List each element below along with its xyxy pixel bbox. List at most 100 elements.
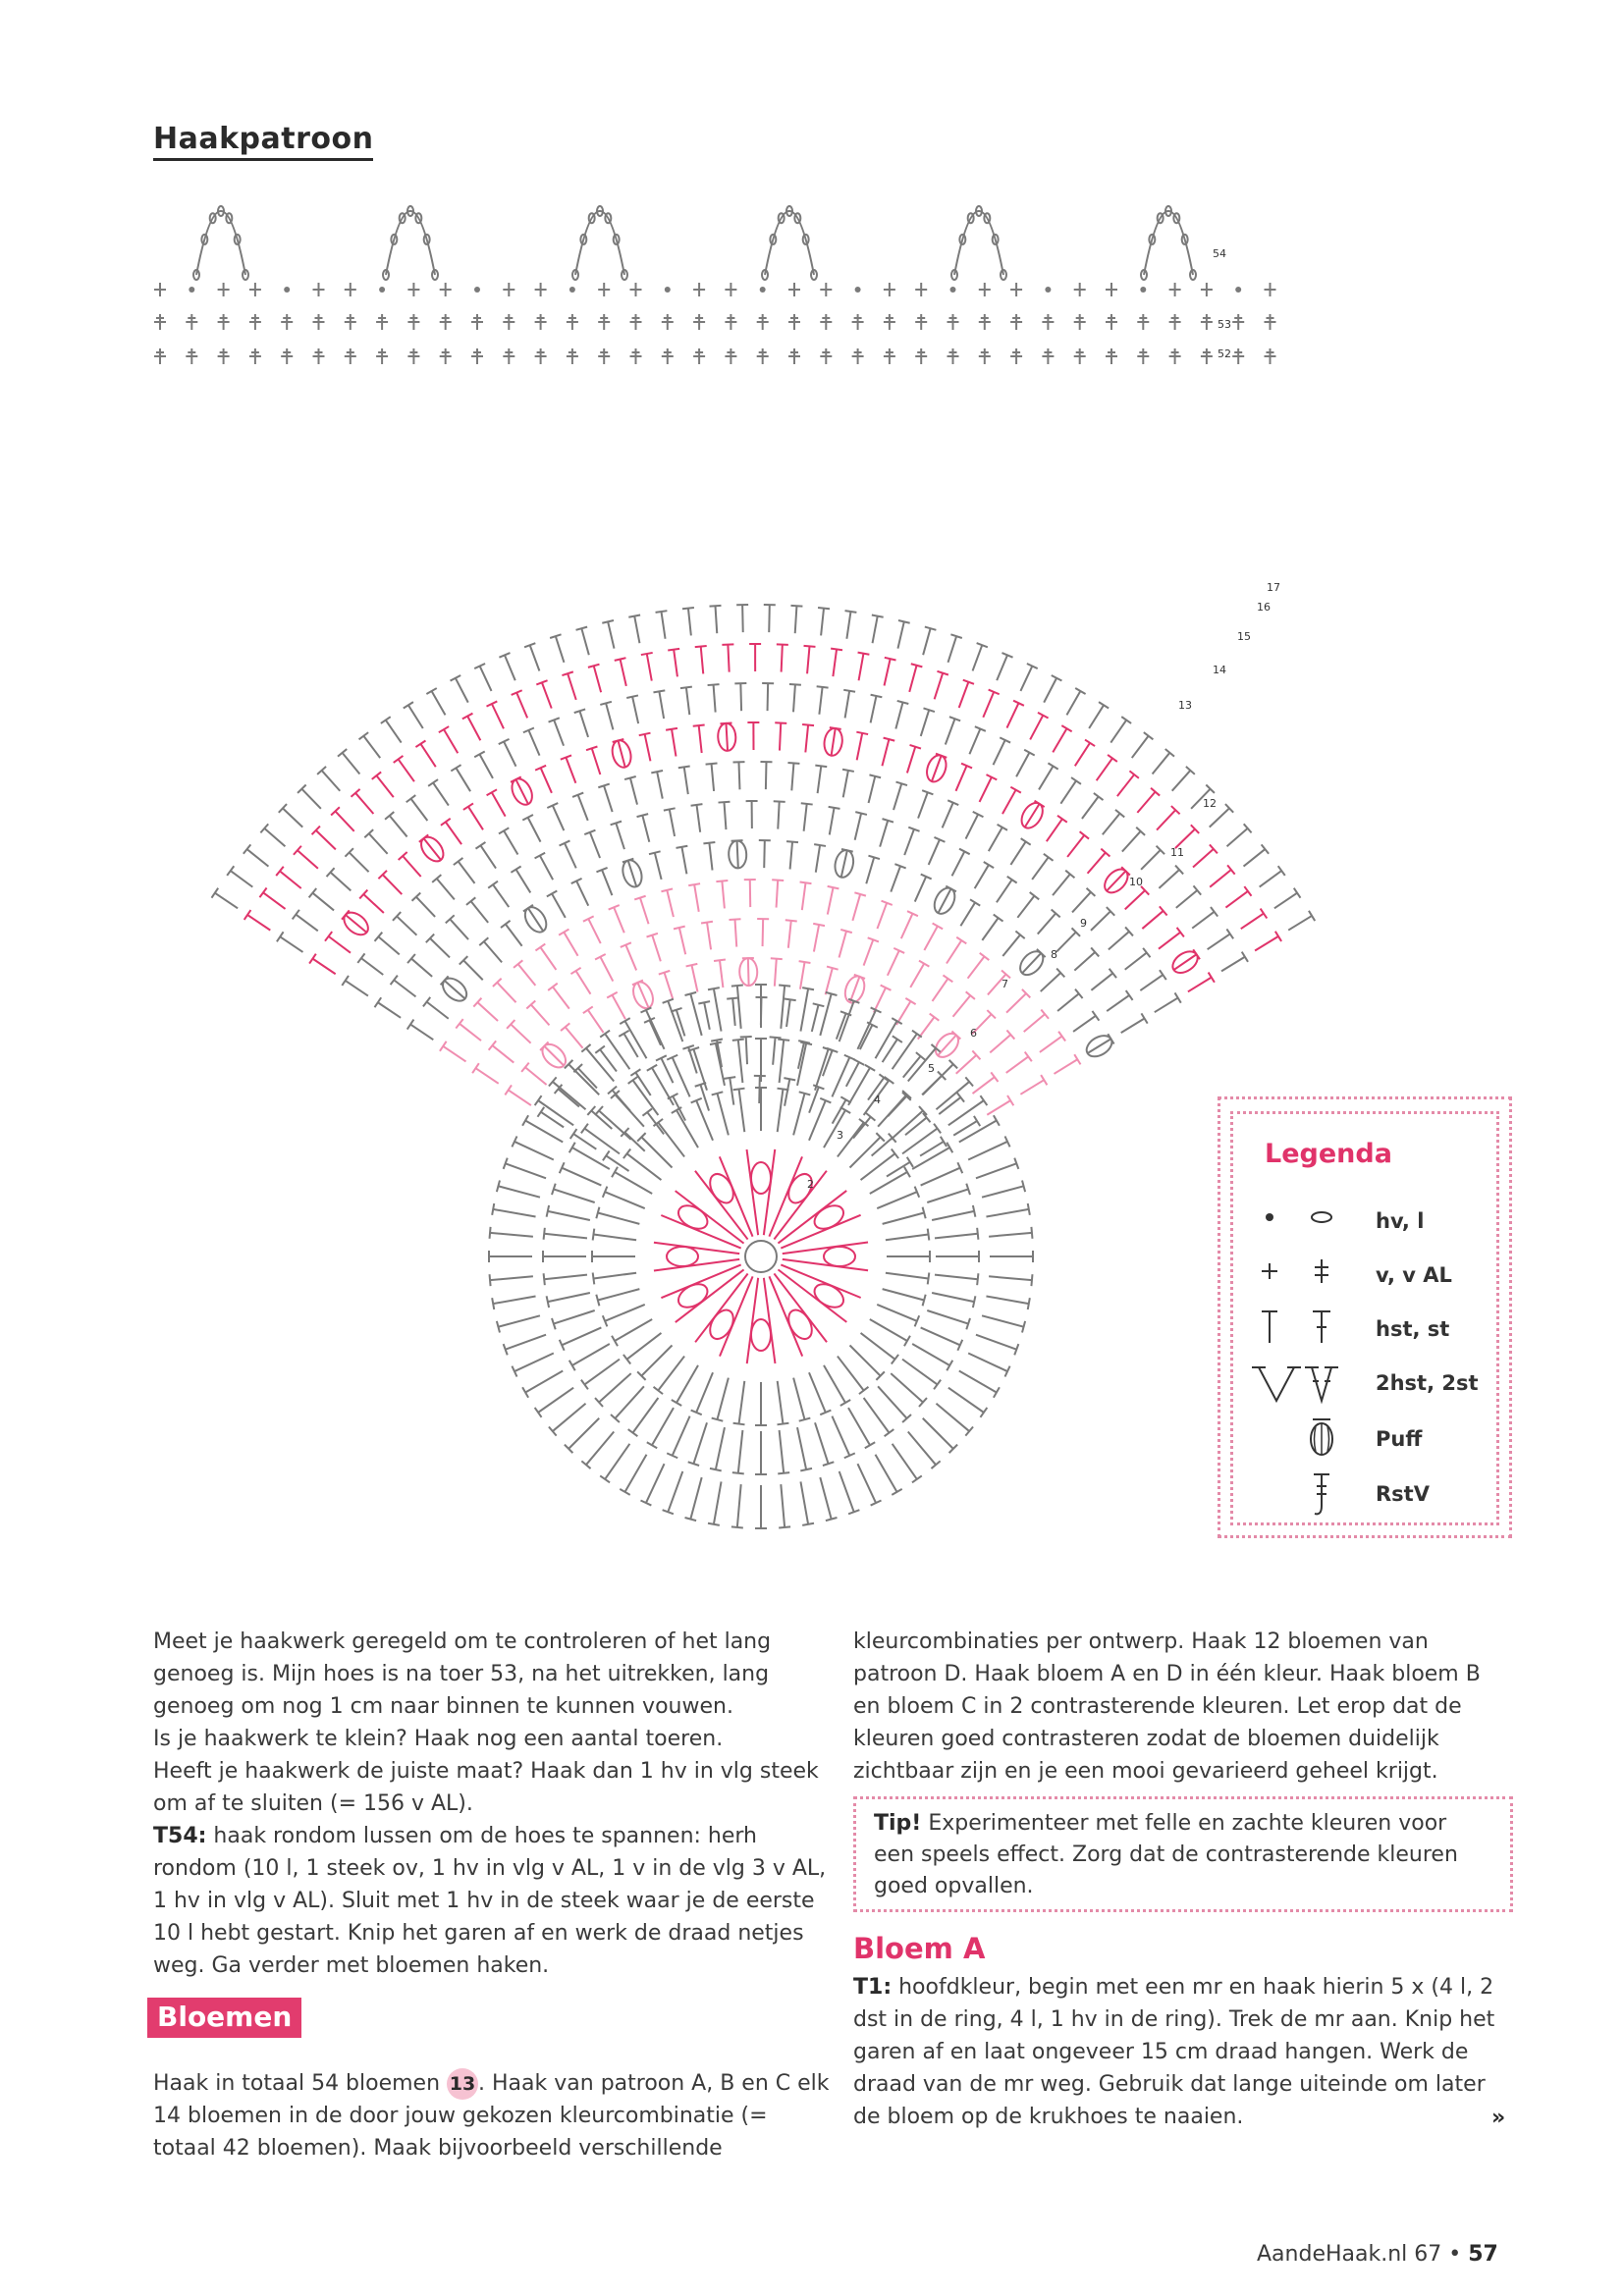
fan-stitch [1071,891,1092,914]
fan-stitch [1156,809,1176,831]
fan-stitch [526,817,542,843]
circle-stitch [885,1233,929,1242]
circle-stitch-top [601,1314,609,1327]
fan-stitch [693,884,700,912]
circle-stitch-top [822,1046,835,1052]
fan-stitch-top [445,914,456,925]
circle-stitch [777,1268,847,1323]
fan-stitch-top [571,791,584,798]
circle-stitch-top [545,1296,551,1308]
fan-stitch-top [337,748,348,758]
circle-stitch [859,1152,896,1181]
fan-stitch [1090,972,1113,991]
circle-stitch-top [623,1354,631,1365]
chain-loop [195,210,246,276]
row-label-11: 11 [1170,846,1184,859]
fan-stitch [1158,931,1181,950]
fan-stitch [628,777,638,805]
fan-stitch-top [535,679,548,686]
circle-stitch [911,1343,950,1366]
fan-stitch-top [856,730,869,736]
fan-stitch [1158,869,1180,889]
fan-stitch [575,881,590,907]
circle-stitch-top [964,1076,974,1088]
circle-stitch [653,1241,740,1255]
fan-stitch [941,802,954,828]
fan-stitch-top [546,889,558,898]
circle-stitch [885,1271,929,1280]
top-loop-chains [192,205,1197,281]
circle-stitch [926,1309,969,1325]
fan-stitch [551,892,567,919]
fan-stitch-top [478,936,490,946]
chain-loop [1143,210,1194,276]
fan-stitch [410,957,433,978]
circle-stitch-top [666,1452,678,1460]
circle-stitch-top [666,1053,678,1061]
fan-stitch-top [775,721,787,724]
sc-stitch [1200,283,1213,296]
circle-stitch [958,1119,998,1144]
circle-stitch [975,1162,1017,1180]
sc-stitch [1042,314,1055,330]
sc-stitch [1073,348,1086,364]
fan-stitch [648,1019,662,1046]
fan-stitch-top [614,657,626,662]
circle-stitch-top [875,1370,886,1381]
fan-stitch-top [455,1018,464,1030]
chain-dot [284,287,291,293]
circle-stitch [773,1272,828,1343]
fan-stitch [699,646,705,674]
fan-stitch-top [974,725,987,732]
fan-stitch [714,606,719,634]
fan-stitch-top [776,643,788,646]
fan-stitch-top [1124,926,1134,937]
fan-stitch-top [960,762,973,770]
fan-stitch-top [1207,972,1216,984]
sc-stitch [439,283,452,296]
fan-stitch-top [596,866,608,874]
fan-stitch-top [802,723,815,727]
fan-stitch [668,809,677,837]
fan-stitch-top [655,1054,668,1062]
fan-stitch-top [500,919,512,929]
fan-stitch-top [626,694,639,700]
circle-stitch [792,1093,806,1136]
fan-stitch [539,946,558,971]
circle-stitch [891,1033,918,1070]
sc-stitch [1010,348,1023,364]
puff-stitch [622,859,643,888]
fan-stitch [824,967,834,995]
fan-stitch [539,767,553,794]
puff-stitch [442,977,468,1002]
fan-stitch [1066,834,1086,858]
circle-stitch [776,1089,785,1133]
puff-stitch [728,839,748,870]
chain-stitch [983,212,992,225]
sc-stitch [1232,314,1245,330]
circle-stitch [489,1231,533,1238]
fan-stitch-top [465,896,476,906]
fan-stitch [297,849,319,870]
fan-stitch [384,719,403,744]
fan-stitch [1170,770,1192,792]
fan-stitch [1095,757,1113,781]
circle-stitch [505,1333,547,1351]
fan-stitch-top [1040,1074,1049,1086]
circle-stitch [657,1355,685,1392]
circle-stitch-top [548,1076,558,1088]
fan-stitch [633,615,641,644]
fan-stitch [869,695,878,723]
sc-stitch [344,283,356,296]
fan-stitch [393,979,417,998]
circle-stitch-top [946,1142,954,1153]
fan-stitch [474,1067,500,1085]
fan-stitch [796,1041,806,1069]
fan-stitch-top [643,1016,656,1024]
tip-box: Tip! Experimenteer met felle en zachte k… [853,1796,1513,1912]
step-badge: 13 [447,2068,479,2100]
circle-stitch [667,1000,684,1042]
circle-stitch [922,1417,954,1450]
fan-stitch [457,860,476,884]
fan-stitch-top [986,1009,997,1020]
